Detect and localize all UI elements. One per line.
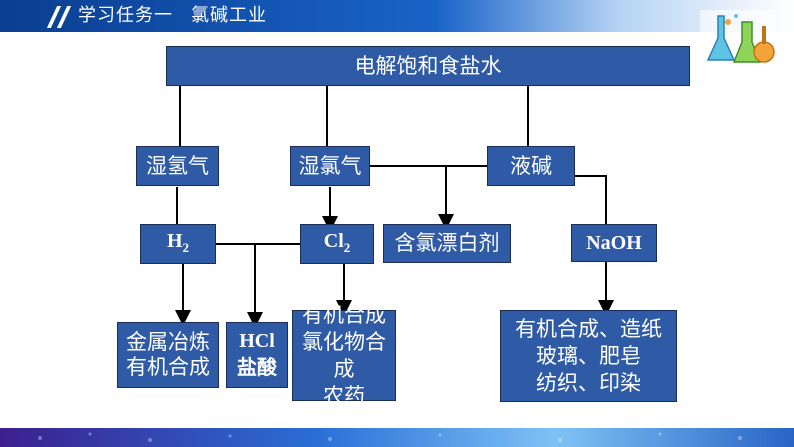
hcl-box: HCl 盐酸 — [226, 322, 288, 388]
naoh-label: NaOH — [586, 231, 642, 254]
naoh-uses-label: 有机合成、造纸 玻璃、肥皂 纺织、印染 — [515, 316, 662, 395]
bleach-box: 含氯漂白剂 — [383, 224, 511, 263]
h2-box: H2 — [140, 224, 216, 264]
liquid-alkali-box: 液碱 — [487, 146, 575, 186]
h2-subscript: 2 — [182, 239, 190, 255]
h2-formula: H2 — [167, 229, 189, 260]
cl2-box: Cl2 — [300, 224, 374, 264]
header-title: 学习任务一氯碱工业 — [78, 4, 285, 28]
metal-smelting-box: 金属冶炼 有机合成 — [117, 322, 219, 388]
liquid-alkali-label: 液碱 — [510, 153, 552, 178]
wet-chlorine-label: 湿氯气 — [298, 153, 362, 178]
footer-bar — [0, 428, 794, 447]
alkali-to-naoh-line — [575, 175, 607, 226]
cl2-symbol: Cl — [323, 229, 344, 252]
lab-flask-icon — [700, 10, 776, 68]
organic-pesticide-label: 有机合成 氯化物合成 农药 — [302, 302, 386, 408]
root-label: 电解饱和食盐水 — [354, 53, 502, 78]
organic-pesticide-box: 有机合成 氯化物合成 农药 — [292, 303, 396, 408]
metal-smelting-label: 金属冶炼 有机合成 — [126, 330, 210, 379]
header-bar — [0, 0, 794, 32]
wet-hydrogen-label: 湿氢气 — [146, 153, 209, 178]
wet-chlorine-box: 湿氯气 — [290, 146, 370, 186]
naoh-uses-box: 有机合成、造纸 玻璃、肥皂 纺织、印染 — [500, 310, 677, 402]
wet-hydrogen-box: 湿氢气 — [136, 146, 219, 186]
footer-decoration — [38, 432, 742, 442]
h2-symbol: H — [166, 229, 183, 252]
naoh-box: NaOH — [571, 224, 657, 262]
cl2-subscript: 2 — [343, 239, 351, 255]
cl2-formula: Cl2 — [324, 229, 351, 260]
hcl-label: HCl 盐酸 — [237, 330, 277, 379]
task-label: 学习任务一 — [78, 5, 173, 26]
bleach-label: 含氯漂白剂 — [394, 231, 500, 255]
root-electrolysis-box: 电解饱和食盐水 — [166, 46, 690, 86]
topic-label: 氯碱工业 — [191, 5, 267, 26]
